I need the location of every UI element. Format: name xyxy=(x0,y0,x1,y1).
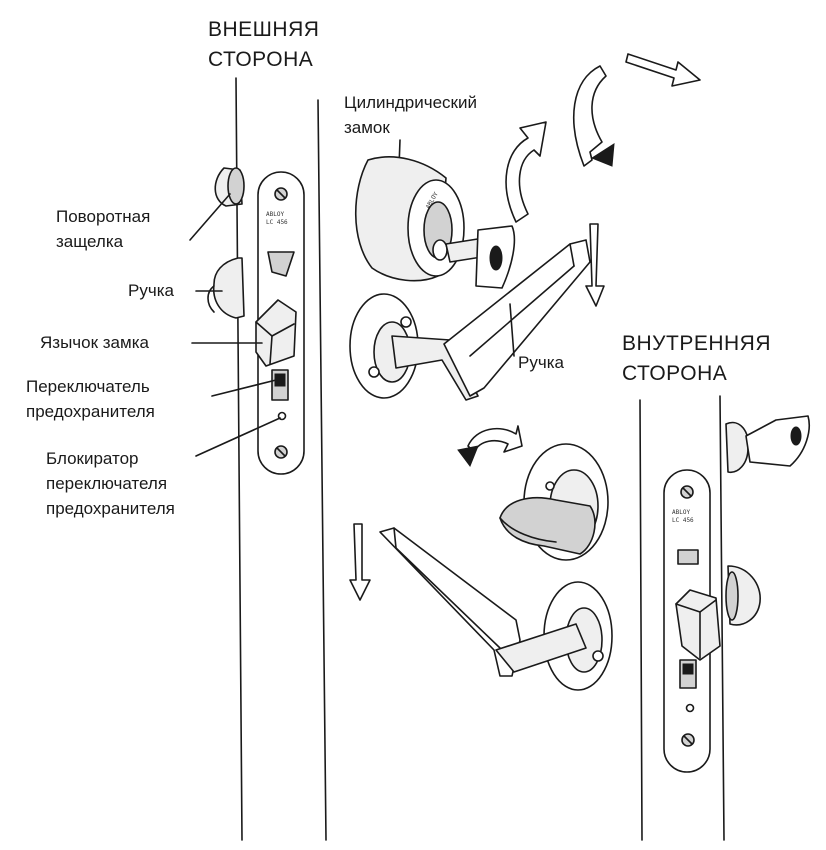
label-outside-side-2: СТОРОНА xyxy=(208,48,313,71)
leader-rotary-latch xyxy=(189,193,231,241)
arrow-down-right-icon xyxy=(585,223,605,307)
inside-door-panel xyxy=(639,395,725,841)
rotate-arrow-cylinder-icon xyxy=(505,121,547,223)
faceplate-inside: ABLOY LC 456 xyxy=(663,469,721,773)
label-cylinder-lock-1: Цилиндрический xyxy=(344,93,477,112)
cylinder-lock: ABLOY xyxy=(354,156,465,282)
key-icon xyxy=(445,225,516,289)
arrow-down-left-icon xyxy=(349,523,371,601)
rotary-latch-outside xyxy=(214,167,245,207)
faceplate-stamp-inside: ABLOY xyxy=(672,509,690,516)
label-switch-blocker-1: Блокиратор xyxy=(46,449,139,468)
handle-center-assembly xyxy=(349,239,591,401)
label-switch-blocker-3: предохранителя xyxy=(46,499,175,518)
label-handle-center: Ручка xyxy=(518,353,565,372)
handle-inside-stub xyxy=(725,565,761,626)
label-outside-side-1: ВНЕШНЯЯ xyxy=(208,18,319,41)
label-handle-left: Ручка xyxy=(128,281,175,300)
faceplate-outside: ABLOY LC 456 xyxy=(255,171,305,475)
label-inside-side-2: СТОРОНА xyxy=(622,362,727,385)
handle-outside-stub xyxy=(207,257,245,319)
leader-safety-switch xyxy=(211,379,277,397)
label-safety-switch-2: предохранителя xyxy=(26,402,155,421)
key-inside-icon xyxy=(725,415,810,473)
label-inside-side-1: ВНУТРЕННЯЯ xyxy=(622,332,771,355)
svg-text:LC 456: LC 456 xyxy=(672,517,694,524)
svg-text:LC 456: LC 456 xyxy=(266,219,288,226)
label-switch-blocker-2: переключателя xyxy=(46,474,167,493)
label-cylinder-lock-2: замок xyxy=(344,118,390,137)
rotate-arrow-thumbturn-icon xyxy=(457,425,523,468)
thumbturn-inside xyxy=(499,443,609,561)
leader-switch-blocker xyxy=(195,417,281,457)
label-rotary-latch-2: защелка xyxy=(56,232,124,251)
label-safety-switch-1: Переключатель xyxy=(26,377,150,396)
label-rotary-latch-1: Поворотная xyxy=(56,207,150,226)
handle-inside-assembly xyxy=(379,527,613,691)
label-lock-tongue: Язычок замка xyxy=(40,333,150,352)
leader-handle-center xyxy=(509,303,515,357)
faceplate-stamp-outside: ABLOY xyxy=(266,211,284,218)
rotate-arrow-top-icon xyxy=(573,65,615,167)
arrow-right-top-icon xyxy=(625,53,701,87)
